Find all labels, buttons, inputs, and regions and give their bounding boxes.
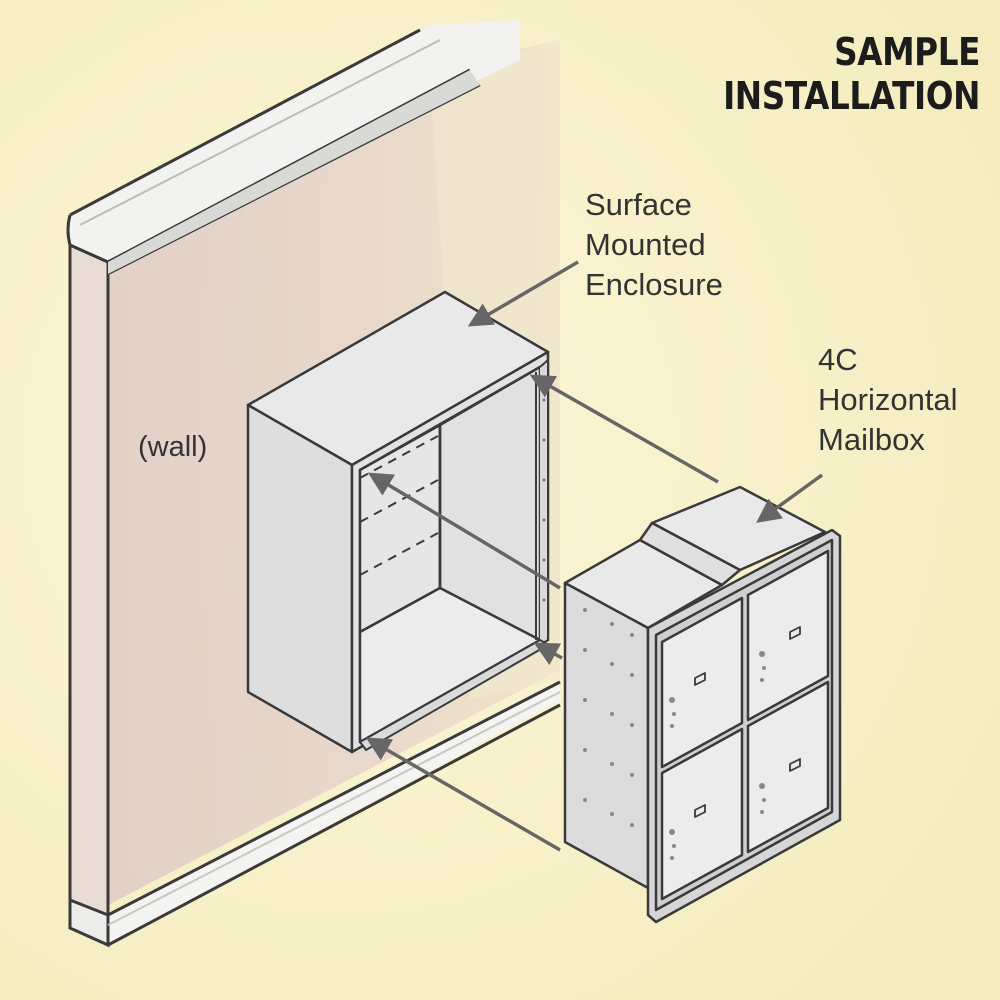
- enclosure-label-line: Surface: [585, 187, 692, 222]
- enclosure-label-line: Enclosure: [585, 267, 723, 302]
- mailbox-door: [746, 680, 830, 854]
- side-mounting-holes: [583, 608, 634, 827]
- enclosure-label: Surface Mounted Enclosure: [585, 185, 723, 305]
- lower-alignment-arrow: [533, 642, 563, 666]
- mailbox-label-line: Horizontal: [818, 382, 958, 417]
- middle-alignment-arrow: [367, 472, 561, 590]
- mailbox-label-arrow: [756, 473, 824, 523]
- wall-top-cap: [66, 20, 520, 277]
- wall-baseboard: [68, 680, 561, 948]
- door-locks: [669, 651, 766, 860]
- bottom-alignment-arrow: [365, 737, 561, 852]
- mailbox-label-line: Mailbox: [818, 422, 925, 457]
- mailbox-label: 4C Horizontal Mailbox: [818, 340, 958, 460]
- top-alignment-arrow: [529, 374, 719, 484]
- surface-mounted-enclosure: [246, 290, 550, 754]
- diagram-title: SAMPLE INSTALLATION: [723, 30, 980, 118]
- wall-label: (wall): [138, 431, 208, 463]
- enclosure-label-line: Mounted: [585, 227, 706, 262]
- arrows: [365, 260, 824, 852]
- mailbox-label-line: 4C: [818, 342, 858, 377]
- enclosure-label-arrow: [467, 260, 579, 327]
- horizontal-mailbox: [563, 485, 842, 924]
- mailbox-door: [746, 549, 830, 722]
